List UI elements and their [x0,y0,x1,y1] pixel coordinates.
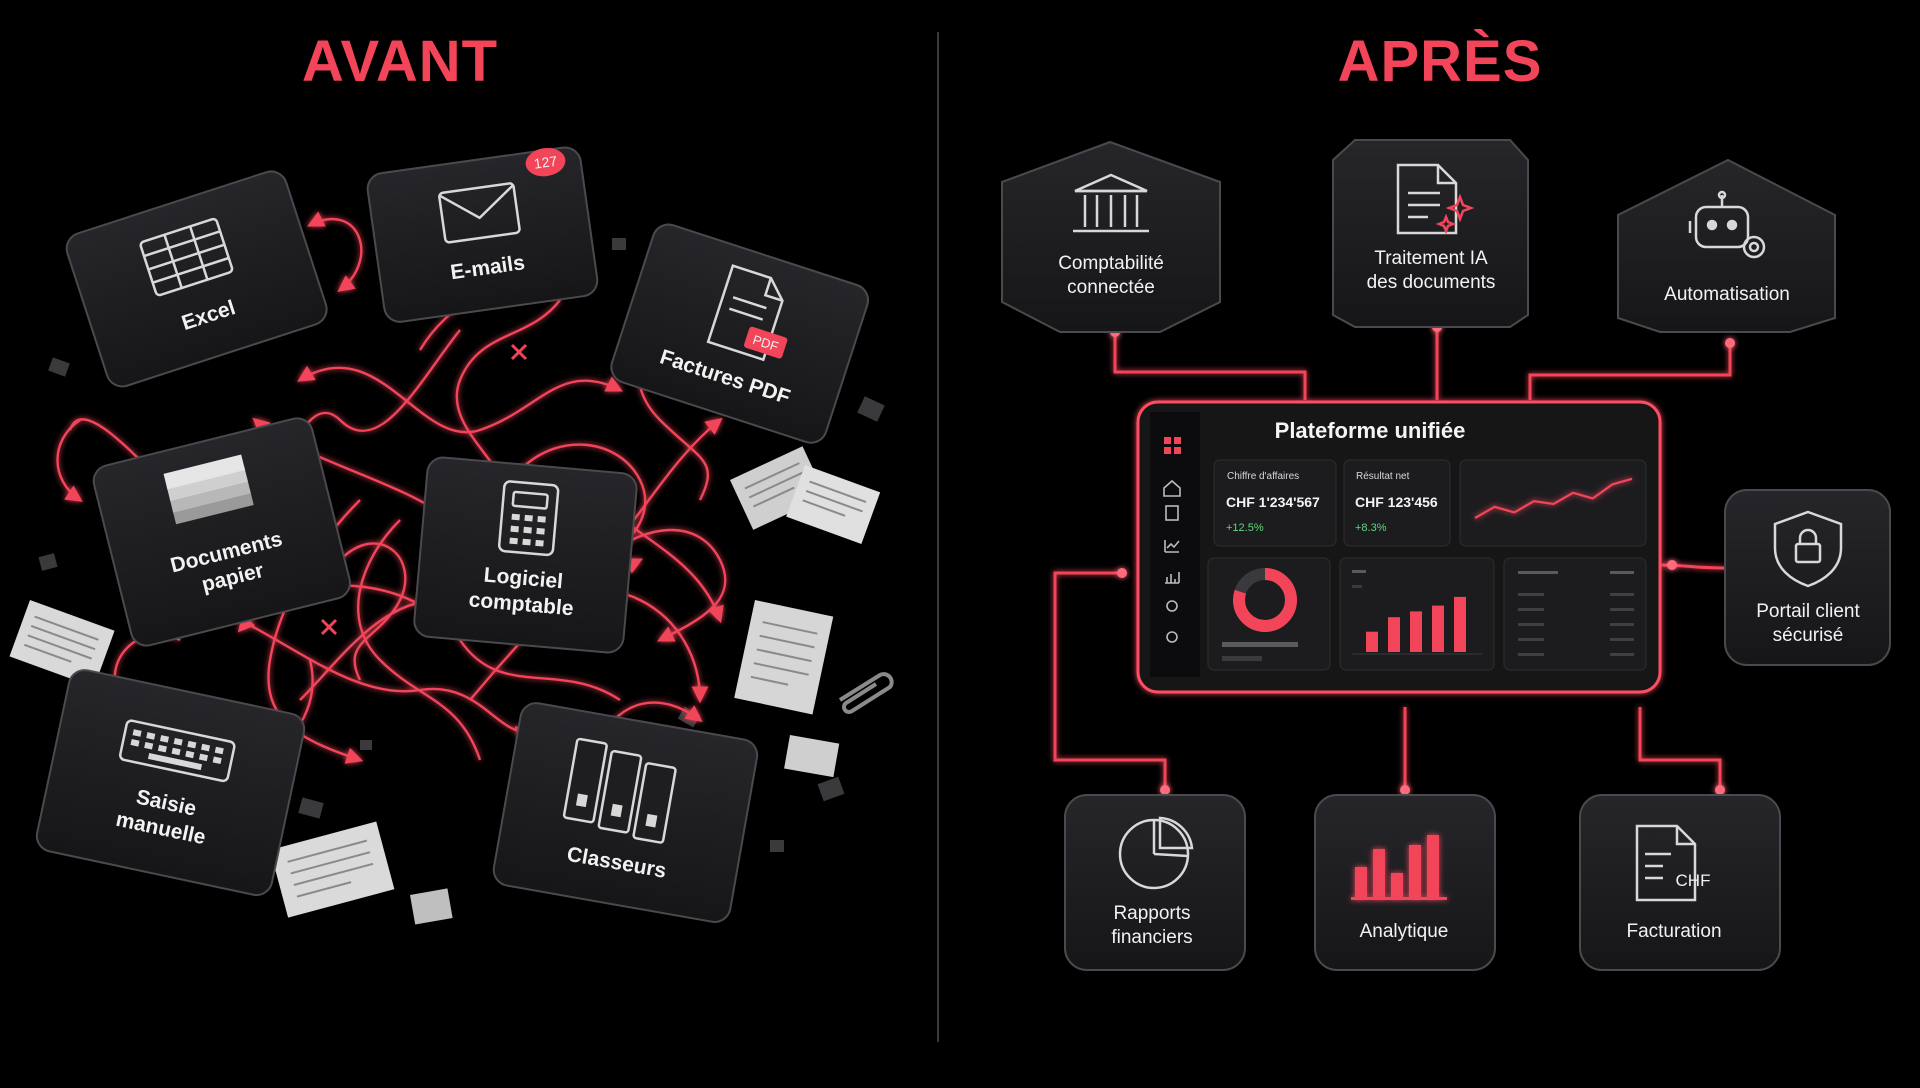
kpi1-change: +12.5% [1226,522,1264,534]
invoice-icon [1635,824,1697,902]
settings-icon [1166,631,1178,643]
traitement-label-1: Traitement IA [1374,248,1488,269]
portail-label-1: Portail client [1756,601,1860,622]
bank-icon [1073,173,1149,233]
facturation-node: CHF Facturation [1579,794,1781,971]
analytique-label: Analytique [1360,921,1449,942]
logiciel-card: Logiciel comptable [413,456,638,654]
stats-icon [1165,572,1180,584]
rapports-label-1: Rapports [1113,903,1190,924]
revenue-trend-line [1474,477,1633,519]
kpi-card-revenue: Chiffre d'affaires CHF 1'234'567 +12.5% [1213,459,1337,547]
kpi2-value: CHF 123'456 [1355,494,1438,510]
sidebar-icons [1163,437,1181,643]
comptabilite-node: Comptabilité connectée [1001,140,1221,333]
center-divider [937,32,939,1042]
platform-dashboard: Plateforme unifiée Chiffre d'affaires CH… [1136,400,1662,694]
keyboard-icon [119,719,236,783]
mini-bar [1366,631,1378,652]
mini-bar [1410,611,1422,652]
pdf-badge [744,326,788,359]
chaos-area: Excel 127 E-mails PDF Factures PDF [9,146,894,925]
kpi2-change: +8.3% [1355,522,1387,534]
unread-count: 127 [533,153,559,172]
line-chart-panel [1459,459,1647,547]
excel-card: Excel [65,170,328,388]
ai-document-icon [1396,163,1475,235]
scattered-papers [9,446,881,925]
donut-arc [1233,568,1297,632]
bar-chart-panel [1339,557,1495,671]
facturation-label: Facturation [1626,921,1721,942]
automatisation-node: Automatisation [1617,158,1836,333]
mini-bars [1366,596,1466,652]
comptabilite-label-2: connectée [1067,277,1155,298]
unified-area: Comptabilité connectée Traitement IA des… [1001,139,1891,971]
mini-bar [1388,617,1400,652]
comptabilite-label-1: Comptabilité [1058,253,1164,274]
portail-node: Portail client sécurisé [1724,489,1891,666]
chf-icon-text: CHF [1676,871,1711,890]
spreadsheet-icon [139,217,234,297]
unread-badge [525,148,566,177]
factures-card: PDF Factures PDF [610,223,870,444]
kpi2-label: Résultat net [1356,471,1410,482]
grid-icon [1164,437,1181,454]
platform-title: Plateforme unifiée [1275,418,1466,443]
connectors [1053,327,1732,790]
kpi1-label: Chiffre d'affaires [1227,471,1299,482]
gear-icon [1166,600,1178,612]
mini-bar [1454,596,1466,652]
mini-bar [1432,605,1444,652]
binders-icon [562,737,677,844]
classeurs-card: Classeurs [492,702,759,923]
traitement-node: Traitement IA des documents [1332,139,1529,328]
documents-card: Documents papier [92,417,351,647]
kpi-card-net: Résultat net CHF 123'456 +8.3% [1343,459,1451,547]
shield-lock-icon [1773,510,1843,588]
saisie-card: Saisie manuelle [35,669,306,897]
pie-chart-icon [1118,816,1194,890]
kpi1-value: CHF 1'234'567 [1226,494,1320,510]
trend-icon [1164,540,1180,553]
bar-chart-icon [1351,835,1447,900]
apres-title: APRÈS [1337,29,1543,94]
file-icon [1165,505,1179,521]
calculator-icon [497,480,560,557]
home-icon [1163,479,1181,497]
analytique-node: Analytique [1314,794,1496,971]
robot-icon [1688,190,1766,259]
x-marks [320,343,528,636]
rapports-label-2: financiers [1111,927,1192,948]
table-panel [1503,557,1647,671]
emails-card: 127 E-mails [366,146,599,323]
document-icon [706,264,784,362]
debris [38,238,885,852]
avant-title: AVANT [301,29,499,94]
rapports-node: Rapports financiers [1064,794,1246,971]
traitement-label-2: des documents [1367,272,1496,293]
paper-stack-icon [163,454,254,525]
envelope-icon [438,182,521,244]
automatisation-label: Automatisation [1664,284,1790,305]
portail-label-2: sécurisé [1773,625,1844,646]
paperclip-icon [838,672,894,714]
donut-panel [1207,557,1331,671]
